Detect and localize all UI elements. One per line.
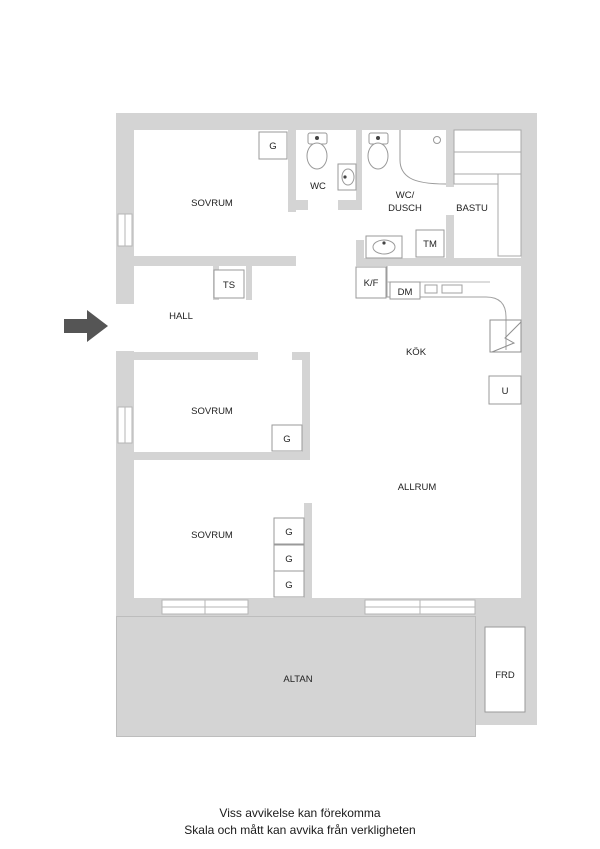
closet-label-ts: TS — [223, 280, 235, 291]
disclaimer-line-1: Viss avvikelse kan förekomma — [219, 806, 381, 820]
altan-area — [116, 616, 476, 737]
closet-label: G — [285, 554, 292, 565]
closet-label: G — [269, 141, 276, 152]
room-label-altan: ALTAN — [283, 674, 312, 685]
washbasin-icon — [365, 235, 403, 259]
toilet-icon — [306, 132, 328, 170]
room-label-hall: HALL — [169, 311, 193, 322]
room-label-allrum: ALLRUM — [398, 482, 437, 493]
toilet-icon — [367, 132, 389, 170]
shower-enclosure — [399, 130, 447, 185]
disclaimer-line-2: Skala och mått kan avvika från verklighe… — [184, 823, 416, 837]
shower-head-icon — [433, 136, 441, 144]
windows — [117, 213, 476, 615]
closet-label: G — [283, 434, 290, 445]
room-label-kok: KÖK — [406, 347, 427, 358]
appliance-label-tm: TM — [423, 239, 437, 250]
stair-symbol — [489, 319, 522, 353]
altan-outline — [116, 616, 476, 737]
arrow-right-icon — [64, 310, 108, 342]
room-label-wc: WC — [310, 181, 326, 192]
room-label-bastu: BASTU — [456, 203, 488, 214]
kitchen-counter — [386, 266, 507, 350]
entrance-opening — [110, 304, 137, 351]
closet-label: G — [285, 527, 292, 538]
room-label-sovrum-top: SOVRUM — [191, 198, 233, 209]
room-label-sovrum-mid: SOVRUM — [191, 406, 233, 417]
kitchen-sink — [424, 284, 438, 294]
kitchen-sink — [441, 284, 463, 294]
appliance-label-kf: K/F — [364, 278, 379, 289]
closet-label: G — [285, 580, 292, 591]
appliance-label-u: U — [502, 386, 509, 397]
sauna-benches — [453, 129, 522, 257]
washbasin-icon — [337, 163, 357, 191]
room-label-wc-dusch: DUSCH — [388, 203, 422, 214]
frd-storage — [484, 626, 526, 713]
fixture-boxes — [213, 131, 522, 598]
room-label-sovrum-bottom: SOVRUM — [191, 530, 233, 541]
room-label-frd: FRD — [495, 670, 515, 681]
appliance-label-dm: DM — [398, 287, 413, 298]
room-label-wc-dusch: WC/ — [396, 190, 415, 201]
